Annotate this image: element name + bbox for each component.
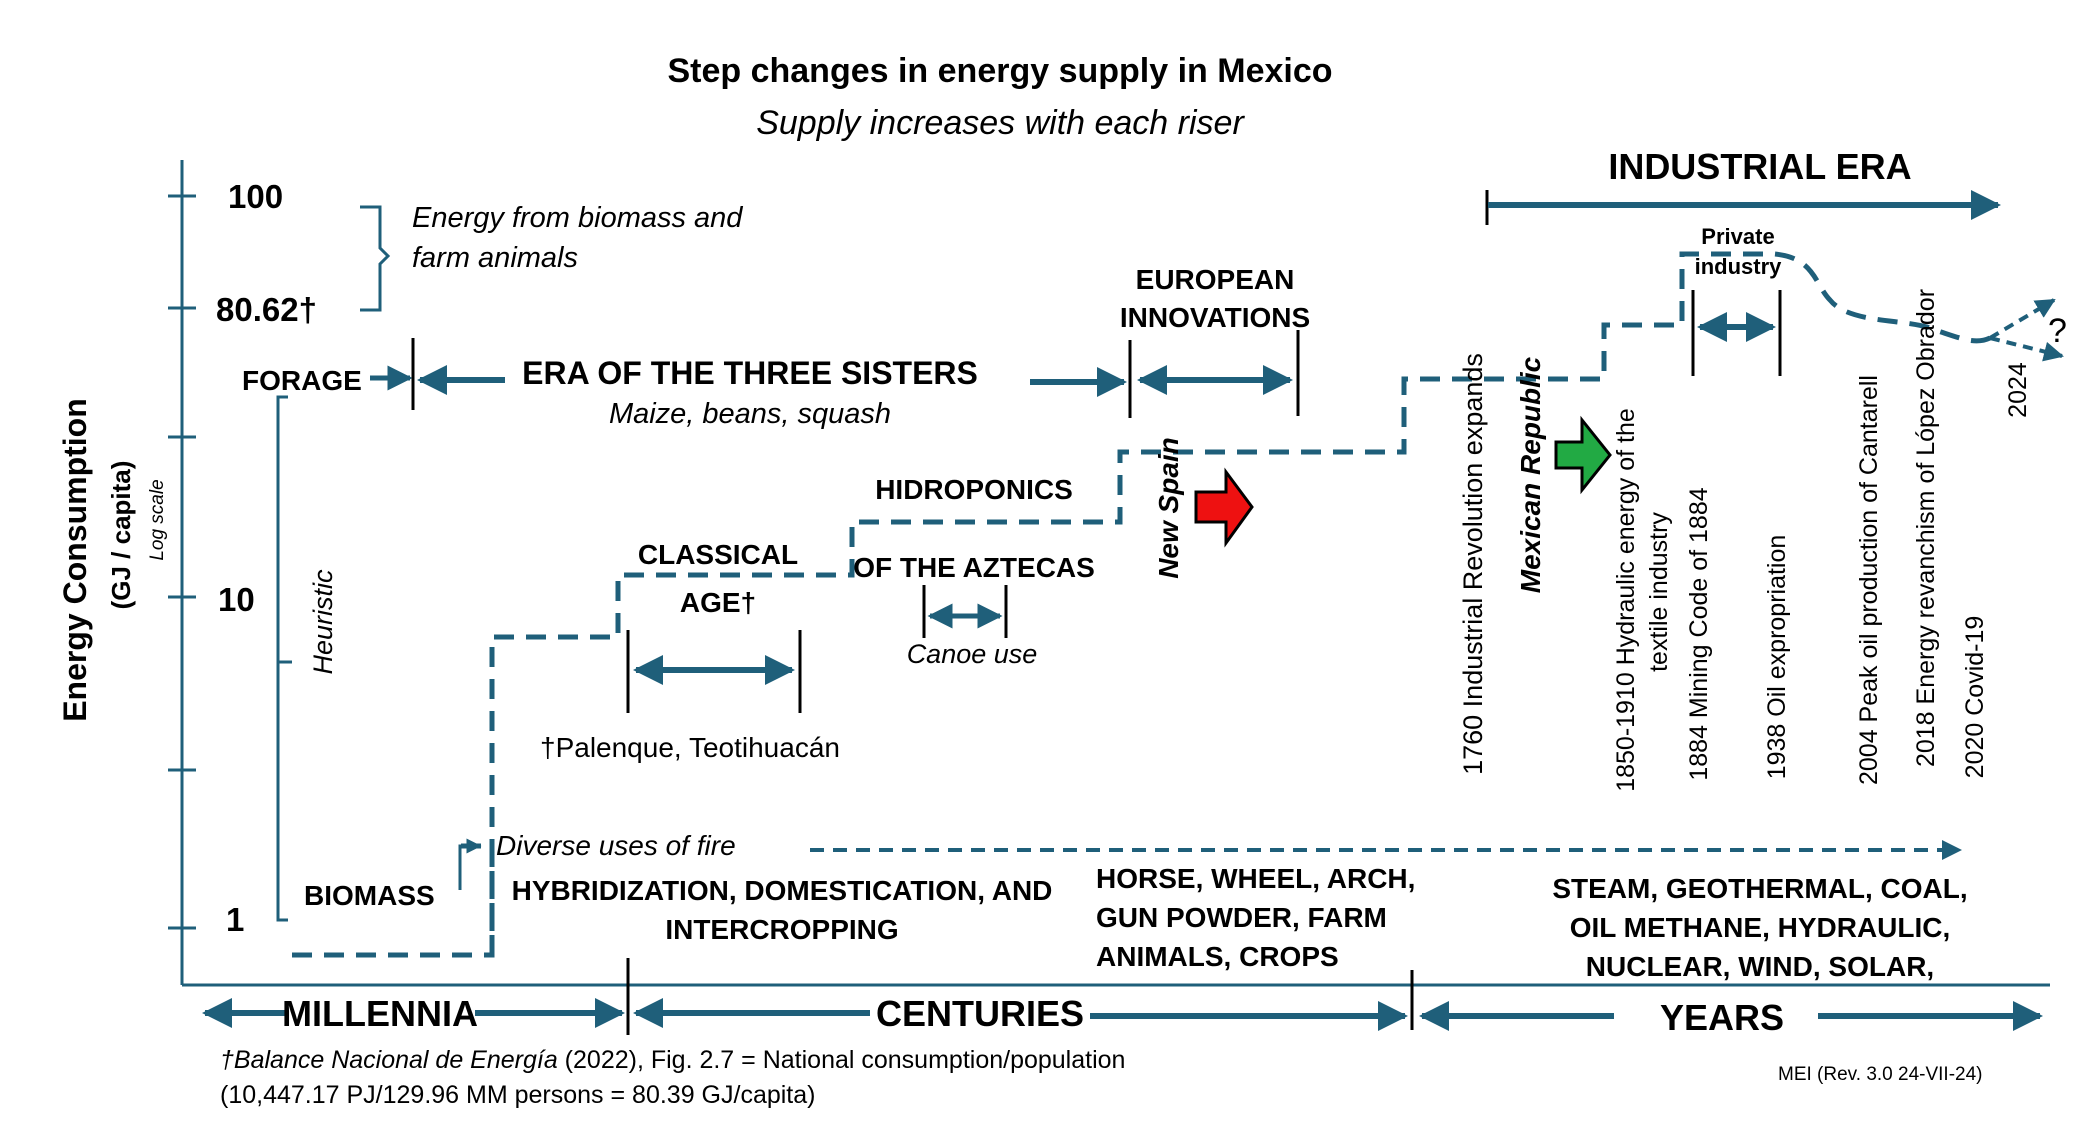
event-2020: 2020 Covid-19 — [1961, 616, 1989, 779]
new-spain-arrow — [1194, 467, 1254, 548]
biomass-note-line1: Energy from biomass and — [412, 202, 743, 234]
centuries-label: CENTURIES — [876, 993, 1084, 1034]
future-up-arrow — [1988, 298, 2056, 340]
european-line2: INNOVATIONS — [1120, 302, 1310, 333]
y-tick-10: 10 — [218, 581, 255, 618]
heuristic-bracket — [276, 395, 288, 922]
y-axis-label: Energy Consumption — [57, 398, 93, 722]
y-tick-100: 100 — [228, 178, 283, 215]
event-2024: 2024 — [2004, 362, 2032, 418]
mexican-republic-label: Mexican Republic — [1515, 356, 1546, 593]
horse-line2: GUN POWDER, FARM — [1096, 902, 1387, 933]
y-axis — [168, 160, 196, 985]
republic-arrow — [1554, 415, 1612, 495]
footnote-source: †Balance Nacional de Energía (2022), Fig… — [220, 1046, 1125, 1074]
diagram-subtitle: Supply increases with each riser — [756, 104, 1245, 142]
era-three-sisters-sub: Maize, beans, squash — [609, 398, 891, 430]
y-tick-80: 80.62† — [216, 291, 317, 328]
event-2004: 2004 Peak oil production of Cantarell — [1855, 375, 1883, 785]
event-1884: 1884 Mining Code of 1884 — [1685, 487, 1713, 780]
event-1850: 1850-1910 Hydraulic energy of the — [1612, 408, 1640, 792]
event-1760: 1760 Industrial Revolution expands — [1458, 353, 1488, 775]
future-question: ? — [2048, 312, 2067, 350]
version-note: MEI (Rev. 3.0 24-VII-24) — [1778, 1064, 1983, 1085]
biomass-note-line2: farm animals — [412, 242, 578, 274]
industrial-era-label: INDUSTRIAL ERA — [1608, 146, 1911, 187]
palenque-note: †Palenque, Teotihuacán — [540, 732, 840, 763]
footnote-line2: (10,447.17 PJ/129.96 MM persons = 80.39 … — [220, 1081, 815, 1109]
millennia-label: MILLENNIA — [282, 993, 478, 1034]
biomass-brace — [360, 205, 391, 312]
european-line1: EUROPEAN — [1136, 264, 1295, 295]
canoe-label: Canoe use — [907, 639, 1038, 669]
years-label: YEARS — [1660, 997, 1784, 1038]
private-line2: industry — [1695, 254, 1783, 279]
footnote-source-rest: (2022), Fig. 2.7 = National consumption/… — [558, 1046, 1126, 1074]
aztecas-label: OF THE AZTECAS — [853, 552, 1095, 583]
biomass-label: BIOMASS — [304, 880, 435, 911]
fire-note: Diverse uses of fire — [496, 830, 736, 861]
horse-line3: ANIMALS, CROPS — [1096, 941, 1339, 972]
forage-label: FORAGE — [242, 365, 362, 396]
future-down-arrow — [1989, 336, 2064, 362]
steam-line3: NUCLEAR, WIND, SOLAR, — [1586, 951, 1934, 982]
fire-bump — [458, 838, 482, 890]
steam-line2: OIL METHANE, HYDRAULIC, — [1570, 912, 1951, 943]
private-line1: Private — [1701, 224, 1774, 249]
footnote-source-italic: †Balance Nacional de Energía — [220, 1046, 558, 1074]
y-tick-1: 1 — [226, 901, 244, 938]
classical-line1: CLASSICAL — [638, 539, 798, 570]
y-axis-unit: (GJ / capita) — [106, 461, 136, 610]
steam-line1: STEAM, GEOTHERMAL, COAL, — [1552, 873, 1967, 904]
classical-line2: AGE† — [680, 587, 756, 618]
hybrid-line1: HYBRIDIZATION, DOMESTICATION, AND — [512, 875, 1053, 906]
new-spain-label: New Spain — [1153, 437, 1184, 579]
era-three-sisters: ERA OF THE THREE SISTERS — [522, 355, 978, 391]
y-axis-scale-note: Log scale — [147, 479, 168, 560]
hidroponics-label: HIDROPONICS — [875, 474, 1073, 505]
event-1938: 1938 Oil expropriation — [1763, 535, 1791, 780]
horse-line1: HORSE, WHEEL, ARCH, — [1096, 863, 1415, 894]
heuristic-label: Heuristic — [308, 569, 338, 675]
hybrid-line2: INTERCROPPING — [665, 914, 898, 945]
diagram-title: Step changes in energy supply in Mexico — [667, 52, 1332, 90]
event-2018: 2018 Energy revanchism of López Obrador — [1912, 289, 1940, 767]
event-1850-line2: textile industry — [1645, 512, 1673, 672]
